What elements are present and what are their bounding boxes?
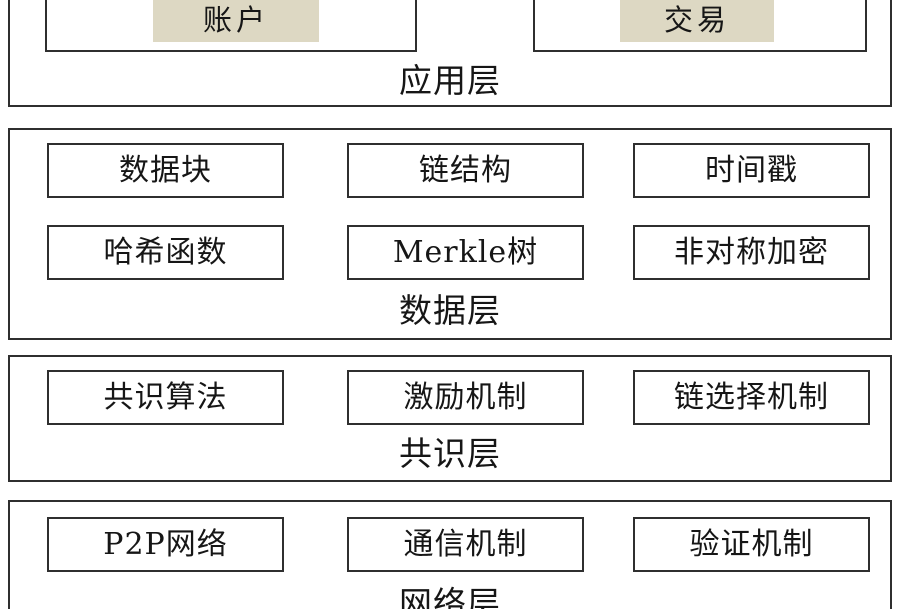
- layer-label-data: 数据层: [399, 291, 501, 330]
- asymmetric-encryption-box: 非对称加密: [633, 225, 870, 280]
- incentive-mechanism-label: 激励机制: [403, 379, 528, 415]
- verification-mechanism-label: 验证机制: [689, 526, 814, 562]
- layer-network: P2P网络 通信机制 验证机制 网络层: [8, 500, 892, 609]
- hash-function-box: 哈希函数: [47, 225, 284, 280]
- application-left-box: 账户: [45, 0, 417, 52]
- merkle-tree-box: Merkle树: [347, 225, 584, 280]
- chain-selection-mechanism-box: 链选择机制: [633, 370, 870, 425]
- timestamp-box: 时间戳: [633, 143, 870, 198]
- merkle-tree-label: Merkle树: [392, 234, 539, 270]
- chain-structure-box: 链结构: [347, 143, 584, 198]
- hash-function-label: 哈希函数: [103, 234, 228, 270]
- layer-label-network: 网络层: [399, 584, 501, 609]
- transaction-box: 交易: [620, 0, 774, 42]
- account-box: 账户: [153, 0, 319, 42]
- layer-consensus: 共识算法 激励机制 链选择机制 共识层: [8, 355, 892, 482]
- data-block-label: 数据块: [119, 152, 212, 188]
- incentive-mechanism-box: 激励机制: [347, 370, 584, 425]
- p2p-network-box: P2P网络: [47, 517, 284, 572]
- account-label: 账户: [202, 3, 269, 37]
- chain-structure-label: 链结构: [419, 152, 512, 188]
- layer-label-consensus: 共识层: [399, 434, 501, 473]
- chain-selection-mechanism-label: 链选择机制: [674, 379, 829, 415]
- layer-label-application: 应用层: [399, 61, 501, 100]
- asymmetric-encryption-label: 非对称加密: [674, 234, 829, 270]
- verification-mechanism-box: 验证机制: [633, 517, 870, 572]
- data-block-box: 数据块: [47, 143, 284, 198]
- transaction-label: 交易: [663, 3, 730, 37]
- p2p-network-label: P2P网络: [103, 526, 228, 562]
- communication-mechanism-label: 通信机制: [403, 526, 528, 562]
- communication-mechanism-box: 通信机制: [347, 517, 584, 572]
- layer-application: 账户 交易 应用层: [8, 0, 892, 107]
- consensus-algorithm-label: 共识算法: [103, 379, 228, 415]
- layer-data: 数据块 链结构 时间戳 哈希函数 Merkle树 非对称加密 数据层: [8, 128, 892, 340]
- application-right-box: 交易: [533, 0, 867, 52]
- timestamp-label: 时间戳: [705, 152, 798, 188]
- consensus-algorithm-box: 共识算法: [47, 370, 284, 425]
